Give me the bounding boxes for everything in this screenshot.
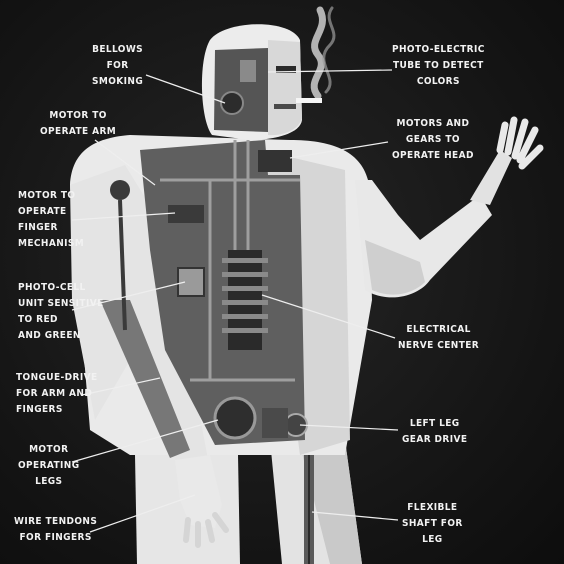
eye	[276, 66, 296, 73]
label-bellows-for-smoking: BELLOWS FOR SMOKING	[92, 44, 144, 87]
photo-tube-part	[240, 60, 256, 82]
smoke-plume-thin	[322, 6, 336, 94]
label-photo-cell-unit: PHOTO-CELL UNIT SENSITIVE TO RED AND GRE…	[18, 282, 104, 341]
leg-motor-part	[213, 396, 257, 440]
mouth	[274, 104, 296, 109]
label-flexible-shaft-for-leg: FLEXIBLE SHAFT FOR LEG	[402, 502, 463, 545]
leader-lines	[71, 69, 399, 533]
label-tongue-drive: TONGUE-DRIVE FOR ARM AND FINGERS	[16, 372, 98, 415]
motor-finger-part	[168, 205, 204, 223]
bellows-part	[220, 91, 244, 115]
left-forearm	[470, 150, 512, 205]
tongue-drive-rod	[118, 199, 127, 331]
left-arm-shadow	[365, 240, 425, 295]
left-leg-shadow	[300, 440, 362, 564]
label-motor-finger-mechanism: MOTOR TO OPERATE FINGER MECHANISM	[18, 190, 85, 249]
label-motors-gears-head: MOTORS AND GEARS TO OPERATE HEAD	[392, 118, 474, 161]
right-hand	[175, 455, 222, 528]
label-motor-to-operate-arm: MOTOR TO OPERATE ARM	[40, 110, 117, 137]
left-hand	[496, 116, 544, 170]
motor-arm-part	[110, 180, 130, 200]
cigarette	[296, 98, 322, 103]
label-electrical-nerve-center: ELECTRICAL NERVE CENTER	[398, 324, 480, 351]
photo-cell-part	[177, 267, 205, 297]
label-wire-tendons: WIRE TENDONS FOR FINGERS	[14, 516, 98, 543]
label-photo-electric-tube: PHOTO-ELECTRIC TUBE TO DETECT COLORS	[392, 44, 485, 87]
smoke-plume	[310, 6, 326, 100]
right-fingers	[183, 512, 229, 548]
pipes	[160, 140, 300, 382]
label-left-leg-gear-drive: LEFT LEG GEAR DRIVE	[402, 418, 468, 445]
nerve-center-plates	[222, 258, 268, 333]
face	[268, 40, 302, 136]
motor-head-part	[258, 150, 292, 172]
label-motor-operating-legs: MOTOR OPERATING LEGS	[18, 444, 80, 487]
right-arm	[70, 165, 210, 480]
arm-cutaway	[100, 300, 190, 458]
leg-gear-housing	[262, 408, 288, 438]
